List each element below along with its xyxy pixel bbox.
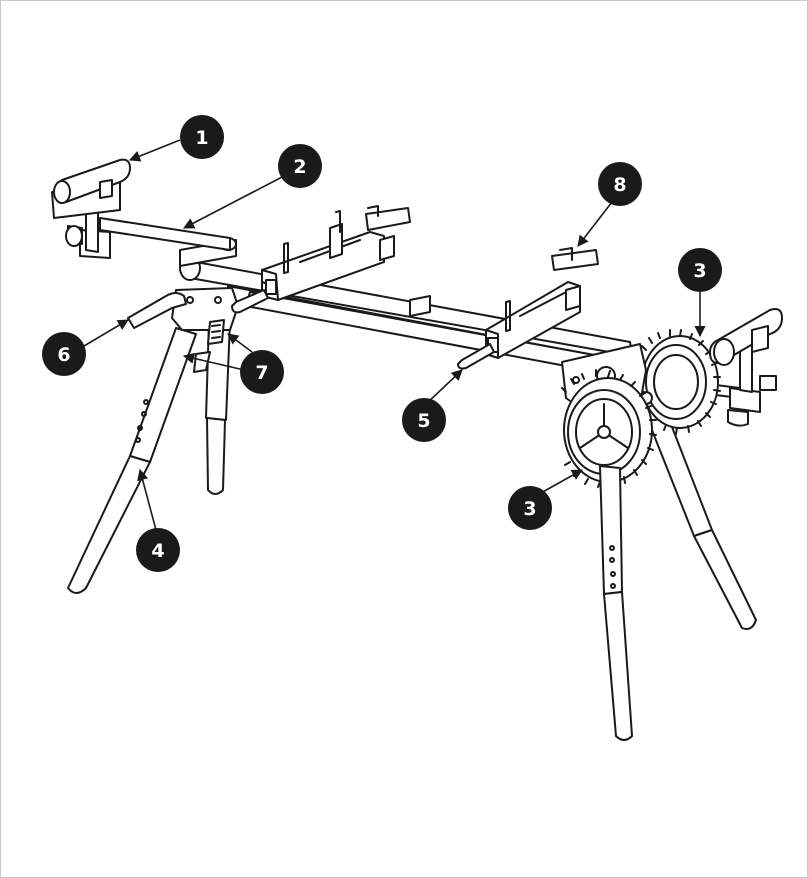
callout-3a: 3 <box>678 248 722 292</box>
quick-release-lever-left <box>231 289 269 314</box>
leg-lock-lever <box>193 319 225 373</box>
wheel-front <box>561 369 657 488</box>
roller-support-right <box>709 308 783 427</box>
leader-8 <box>577 201 613 247</box>
leader-1 <box>128 139 181 162</box>
leader-2 <box>183 175 285 229</box>
svg-text:7: 7 <box>255 362 268 384</box>
callout-5: 5 <box>402 398 446 442</box>
leader-6 <box>83 319 129 347</box>
callout-6: 6 <box>42 332 86 376</box>
mounting-bracket-left <box>261 205 411 301</box>
svg-text:3: 3 <box>693 260 706 282</box>
leader-4 <box>137 468 157 531</box>
svg-text:5: 5 <box>417 410 430 432</box>
carry-handle <box>127 292 187 329</box>
svg-text:1: 1 <box>195 127 208 149</box>
leader-7a <box>182 352 245 371</box>
leader-7b <box>227 333 253 353</box>
svg-text:2: 2 <box>293 156 306 178</box>
callout-7: 7 <box>240 350 284 394</box>
leader-lines <box>83 139 706 531</box>
leg-front-right <box>599 465 633 741</box>
leg-rear-left <box>205 319 231 495</box>
callout-1: 1 <box>180 115 224 159</box>
svg-text:6: 6 <box>57 344 70 366</box>
quick-release-lever-right <box>457 343 495 370</box>
leg-rear-right <box>639 395 757 630</box>
extension-arm-left <box>51 158 231 259</box>
callout-8: 8 <box>598 162 642 206</box>
leader-5 <box>425 369 463 405</box>
svg-text:4: 4 <box>151 540 164 562</box>
callout-4: 4 <box>136 528 180 572</box>
leg-front-left <box>67 327 197 594</box>
callout-2: 2 <box>278 144 322 188</box>
svg-text:8: 8 <box>613 174 626 196</box>
callout-3b: 3 <box>508 486 552 530</box>
svg-text:3: 3 <box>523 498 536 520</box>
wheel-rear <box>641 329 721 435</box>
